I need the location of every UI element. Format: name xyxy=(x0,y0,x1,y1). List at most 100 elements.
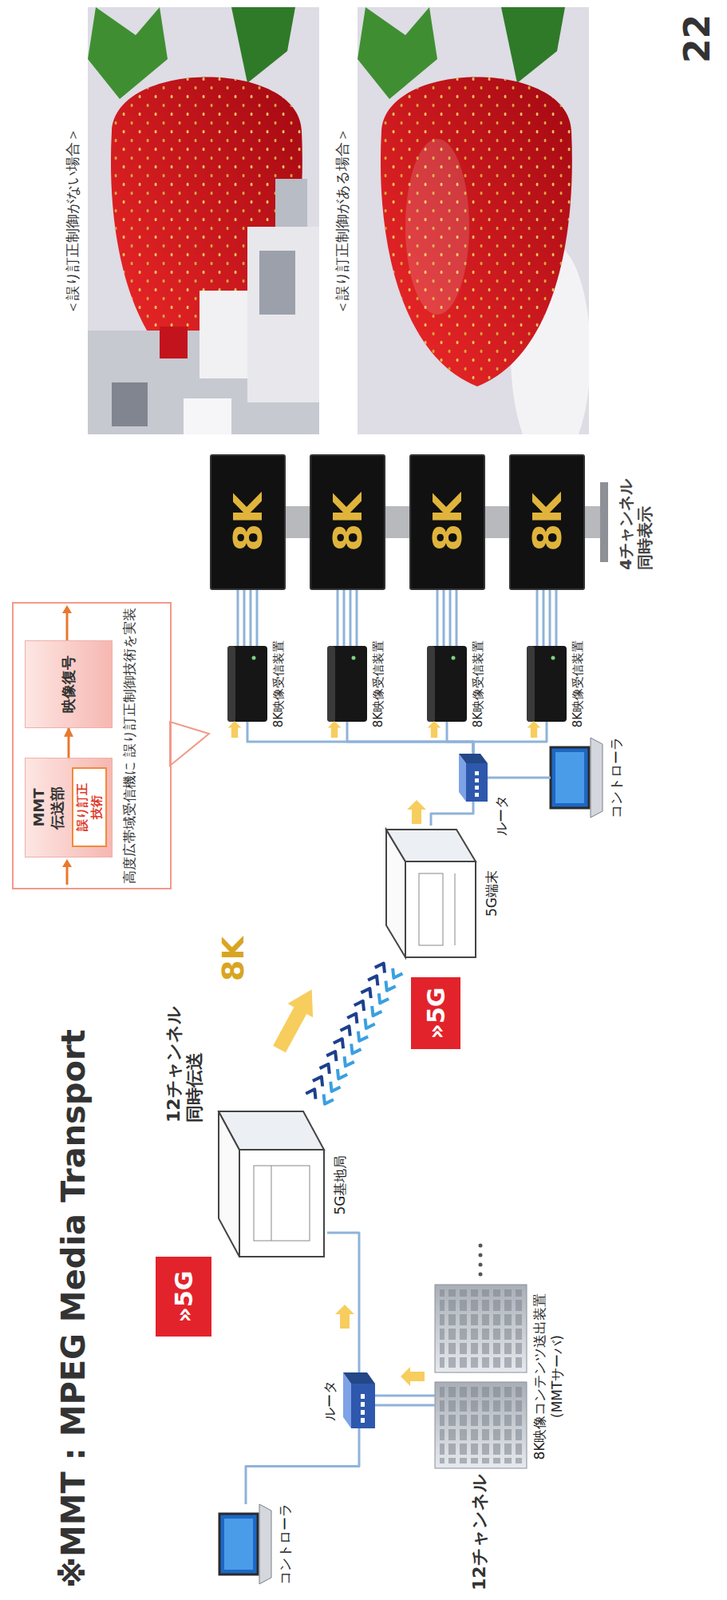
controller-laptop xyxy=(590,737,603,818)
5g-terminal xyxy=(386,829,476,862)
strawberry-photo-clean xyxy=(357,7,573,387)
server-rack xyxy=(439,1288,522,1368)
wireless-link xyxy=(305,962,403,1103)
photo-caption: ＜誤り訂正制御がない場合＞ xyxy=(63,7,82,435)
note-label: 4チャンネル 同時表示 xyxy=(616,470,655,570)
device-label: 8K映像受信装置 xyxy=(570,640,587,727)
receiver-box xyxy=(327,645,336,722)
receiver-box xyxy=(327,645,368,722)
callout-decoration xyxy=(66,865,69,885)
cable-line xyxy=(237,589,257,646)
receiver-icon: 8K映像受信装置 xyxy=(327,645,368,722)
strawberry-photo-broken xyxy=(87,7,320,435)
controller-laptop xyxy=(550,737,603,818)
strawberry-photo-broken xyxy=(111,382,148,427)
strawberry-photo-broken xyxy=(87,7,320,435)
screen-text: 8K xyxy=(524,492,571,552)
strawberry-photo-broken xyxy=(247,226,320,403)
display-screen: 8K xyxy=(309,454,386,590)
strawberry-photo-broken xyxy=(183,398,232,435)
logo-5g: »5G xyxy=(155,1256,212,1336)
receiver-box xyxy=(426,645,435,722)
controller-laptop xyxy=(259,1503,272,1584)
yellow-flow-arrow xyxy=(327,720,342,738)
screen-text: 8K xyxy=(324,492,372,552)
strawberry-photo-broken xyxy=(231,7,296,83)
receiver-icon: 8K映像受信装置 xyxy=(526,645,567,722)
yellow-flow-arrow xyxy=(427,720,442,738)
cable-line xyxy=(487,776,551,779)
strawberry-photo-clean xyxy=(357,7,589,435)
page-number: 22 xyxy=(676,14,720,64)
logo-5g: »5G xyxy=(410,976,461,1049)
router-box xyxy=(458,753,488,802)
display-stand xyxy=(385,505,410,538)
receiver-box xyxy=(227,645,268,722)
device-label: 5G基地局 xyxy=(331,1154,349,1215)
callout-decoration xyxy=(169,721,210,766)
display-stand xyxy=(285,505,310,538)
screen-text: 8K xyxy=(424,492,471,552)
display-stand xyxy=(584,505,601,538)
cable-line xyxy=(446,721,474,754)
box-heading: MMT 伝送部 xyxy=(30,782,67,834)
cable-line xyxy=(537,589,557,646)
cable-line xyxy=(327,1232,360,1372)
router-box xyxy=(360,1401,365,1407)
base-station-icon: 5G基地局 xyxy=(215,1104,328,1265)
strawberry-photo-broken xyxy=(275,178,308,227)
receiver-icon: 8K映像受信装置 xyxy=(227,645,268,722)
server-rack xyxy=(478,1243,483,1248)
callout-decoration xyxy=(66,611,69,641)
base-station xyxy=(253,1165,310,1241)
display-screen: 8K xyxy=(409,454,486,590)
5g-terminal xyxy=(418,873,443,945)
callout-decoration xyxy=(62,604,72,613)
callout-box: 高度広帯域受信機に 誤り訂正制御技術を実装MMT 伝送部誤り訂正 技術映像復号 xyxy=(11,601,172,889)
5g-terminal xyxy=(405,861,476,957)
photo-caption: ＜誤り訂正制御がある場合＞ xyxy=(333,7,352,435)
server-rack xyxy=(439,1386,522,1463)
cable-line xyxy=(347,721,474,754)
base-station xyxy=(271,1165,273,1241)
cable-line xyxy=(375,1394,435,1405)
router-box xyxy=(474,792,479,797)
receiver-box xyxy=(227,645,236,722)
controller-icon: コントローラ xyxy=(219,1503,273,1584)
server-rack xyxy=(478,1252,483,1257)
server-rack xyxy=(434,1243,527,1469)
receiver-box xyxy=(451,655,456,660)
cable-line xyxy=(430,801,474,826)
controller-laptop xyxy=(555,751,585,803)
router-box xyxy=(474,778,479,783)
base-station xyxy=(218,1110,324,1150)
server-rack xyxy=(478,1262,483,1267)
strawberry-photo-broken xyxy=(199,290,256,379)
device-label: ルータ xyxy=(492,794,511,836)
strawberry-photo-broken xyxy=(87,7,320,435)
display-stand xyxy=(285,482,609,562)
device-label: コントローラ xyxy=(607,736,625,818)
wireless-chevrons xyxy=(305,962,385,1099)
yellow-flow-arrow xyxy=(228,720,542,1386)
strawberry-photo-clean xyxy=(380,77,573,388)
display-screen: 8K xyxy=(209,454,286,590)
display-stand xyxy=(485,505,510,538)
receiver-box xyxy=(351,655,356,660)
receiver-icon: 8K映像受信装置 xyxy=(426,645,467,722)
receiver-box xyxy=(426,645,467,722)
note-label: 12チャンネル 同時伝送 xyxy=(163,1002,206,1123)
display-screen: 8K xyxy=(509,454,585,590)
band-label: 8K xyxy=(215,936,253,981)
box-label: 映像復号 xyxy=(59,655,79,713)
device-label: 8K映像受信装置 xyxy=(470,640,487,727)
terminal-icon: 5G端末 xyxy=(383,825,479,961)
router-box xyxy=(474,785,479,790)
controller-icon: コントローラ xyxy=(550,737,604,818)
server-rack xyxy=(434,1381,527,1468)
logo-text: »5G xyxy=(422,987,451,1040)
server-rack xyxy=(478,1272,483,1277)
yellow-flow-arrow xyxy=(400,1366,425,1386)
